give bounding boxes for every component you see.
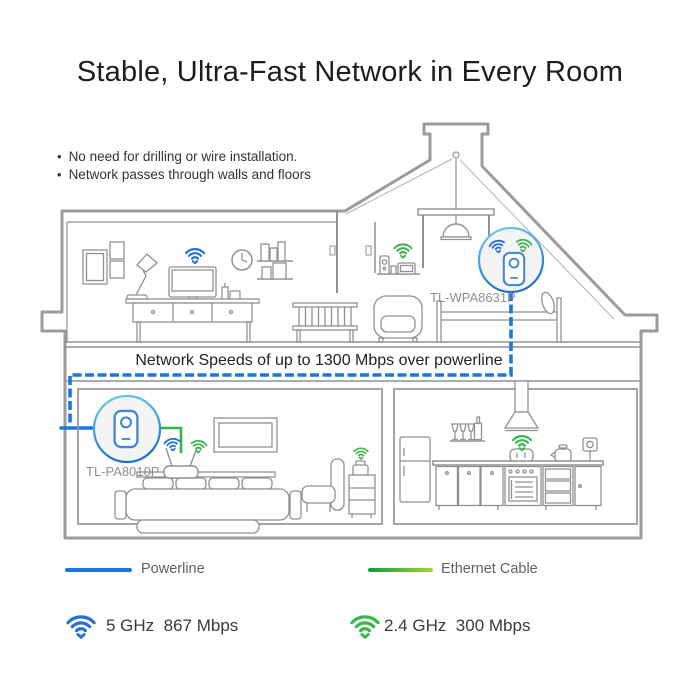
kitchen-counter [432,460,604,510]
bedroom-furniture [114,417,376,534]
sideboard [125,298,260,343]
radiator [292,302,358,343]
powerline-speed-banner: Network Speeds of up to 1300 Mbps over p… [135,352,503,369]
wifi-icon [511,435,533,452]
device-label-tl-pa8010p: TL-PA8010P [86,464,160,479]
wifi-5ghz-icon [66,615,96,639]
powerline-legend-label: Powerline [141,561,205,577]
fridge [399,436,431,503]
wifi-icon [393,243,413,259]
picture-frames [82,241,125,285]
page-title: Stable, Ultra-Fast Network in Every Room [76,56,624,88]
powerline-adapter-icon [113,409,139,449]
wall-shelves [257,241,293,280]
house-outline [40,122,659,540]
ethernet-legend-swatch [368,568,433,572]
bed-downstairs [114,471,302,534]
wifi-spec-5ghz: 5 GHz 867 Mbps [106,616,239,635]
tv [168,266,217,304]
drawer-unit [542,465,574,507]
wifi-spec-24ghz: 2.4 GHz 300 Mbps [384,616,531,635]
armchair-downstairs [301,458,345,512]
bullet-text: Network passes through walls and floors [68,167,311,182]
powerline-legend-swatch [65,568,132,572]
bullet-text: No need for drilling or wire installatio… [68,149,298,164]
nightstand [348,460,376,518]
kitchen-furniture [399,380,604,510]
bed-upstairs [436,291,562,343]
attic-shelf [377,255,420,275]
bullet-item: • Network passes through walls and floor… [57,166,311,184]
wifi-24ghz-icon [350,615,380,639]
bullet-dot: • [57,167,62,182]
candle-and-cup [221,283,241,301]
bullet-dot: • [57,149,62,164]
ethernet-cable [157,426,183,454]
wall-tv [213,417,278,453]
pendant-lamp-icon [440,158,472,241]
glass-shelf [450,416,485,442]
ethernet-legend-label: Ethernet Cable [441,561,538,577]
bullet-item: • No need for drilling or wire installat… [57,148,311,166]
feature-bullets: • No need for drilling or wire installat… [57,148,311,184]
tl-pa8010p-device [92,394,162,464]
powerline-route [59,292,513,430]
tl-wpa8631p-device [477,226,545,294]
wifi-icon [189,439,208,455]
device-label-tl-wpa8631p: TL-WPA8631P [430,290,516,305]
armchair-upstairs [373,295,423,343]
kettle-icon [549,444,572,463]
range-hood [503,380,540,432]
living-room-furniture [82,241,562,343]
wall-clock-icon [231,249,253,271]
oven [504,465,542,507]
inner-walls [65,151,640,382]
wifi-icon [353,447,369,460]
wifi-icon [184,248,206,265]
powerline-adapter-icon [502,251,526,287]
power-outlet-icon [582,437,598,462]
desk-lamp-icon [126,253,158,300]
